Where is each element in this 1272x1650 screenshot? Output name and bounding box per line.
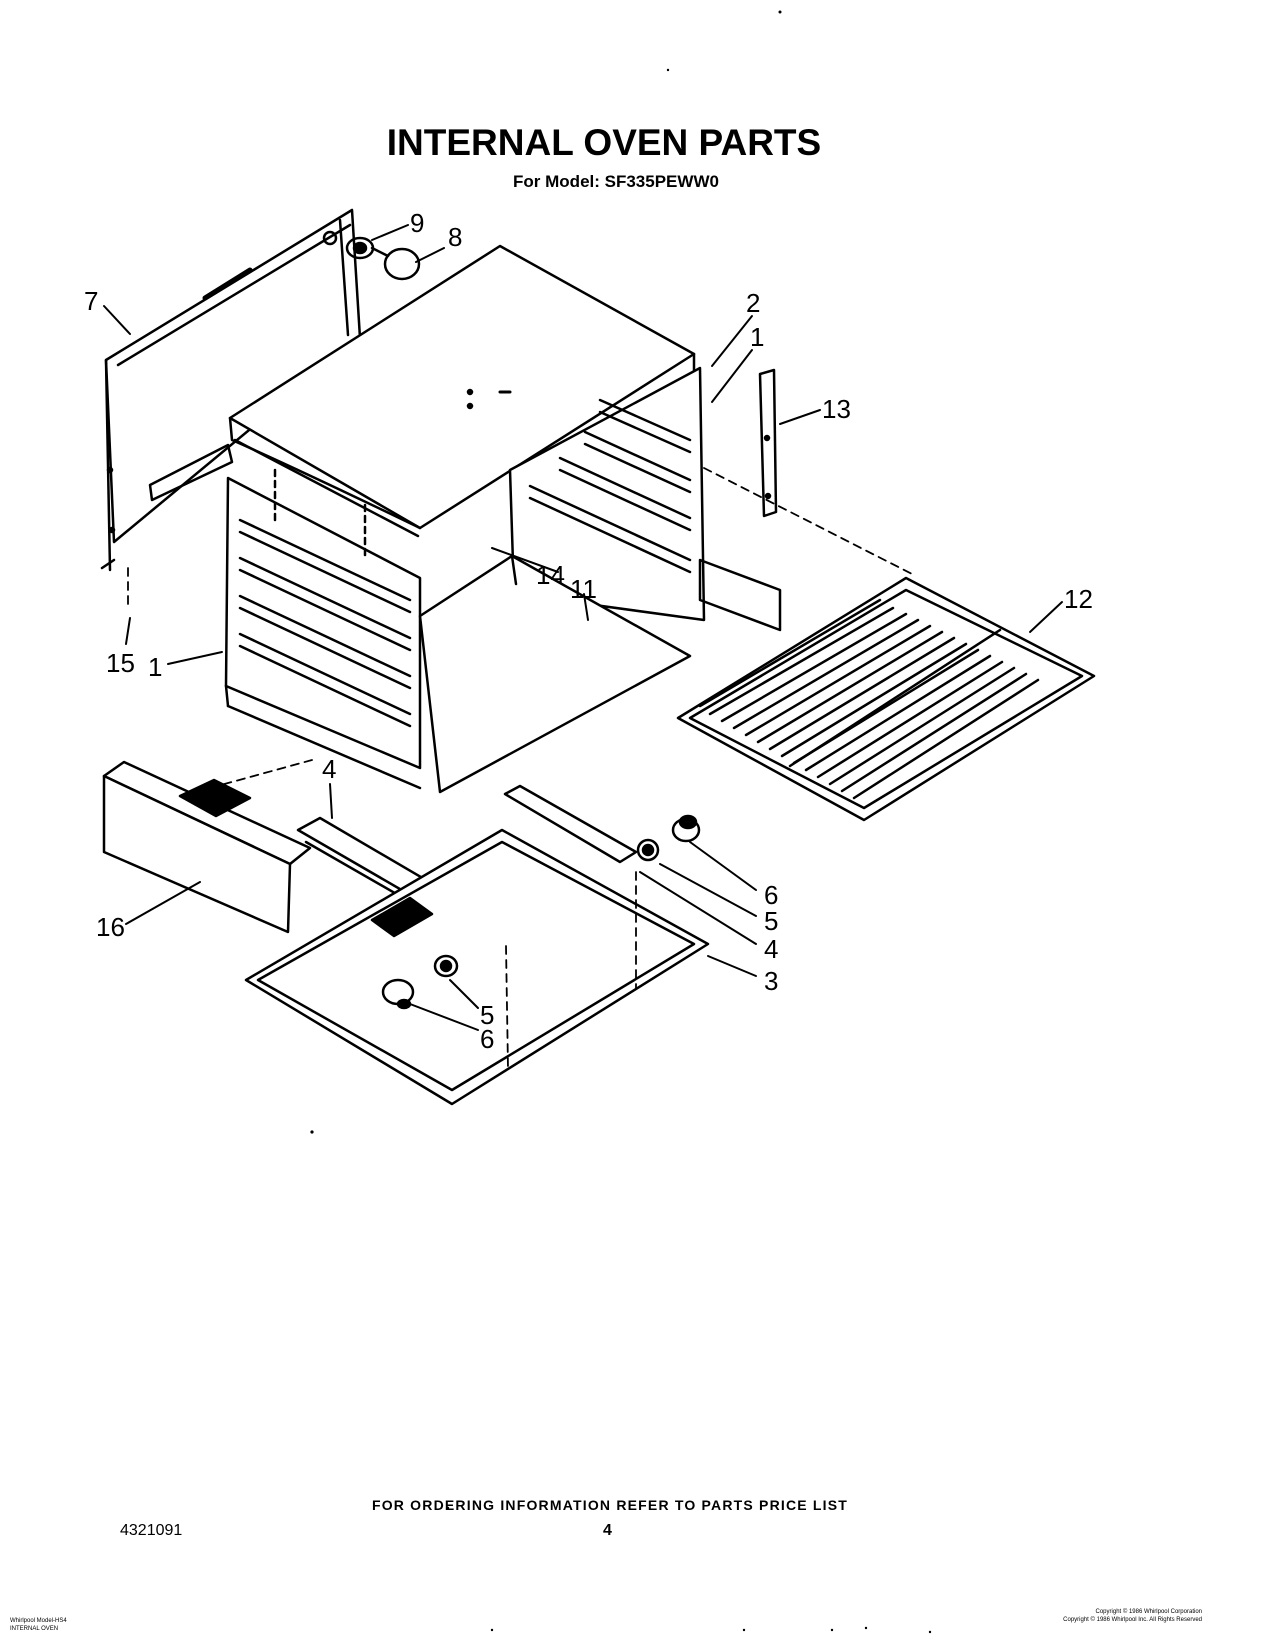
- right-side-panel-part-1: [508, 366, 782, 632]
- callout-1-lower: 1: [148, 652, 162, 682]
- footer-left-line-2: INTERNAL OVEN: [10, 1626, 59, 1632]
- callout-4-lower: 4: [764, 934, 778, 964]
- page-title: INTERNAL OVEN PARTS: [386, 122, 822, 163]
- callout-15: 15: [106, 648, 135, 678]
- footer-copyright: Copyright © 1986 Whirlpool Corporation C…: [1063, 1608, 1202, 1624]
- callout-12: 12: [1064, 584, 1093, 614]
- vent-duct-part-16: [102, 760, 312, 934]
- oven-liner-top-part-11: [228, 244, 696, 538]
- oven-floor: [418, 554, 692, 794]
- model-subtitle: For Model: SF335PEWW0: [513, 172, 719, 191]
- light-bulb-part-8: [370, 246, 421, 281]
- document-number: 4321091: [120, 1522, 183, 1539]
- copyright-line-2: Copyright © 1986 Whirlpool Inc. All Righ…: [1063, 1617, 1202, 1623]
- callout-leaders: [103, 224, 1063, 1031]
- footer-left-notes: Whirlpool Model-HS4 INTERNAL OVEN: [10, 1617, 67, 1633]
- callout-9: 9: [410, 208, 424, 238]
- callout-1-upper: 1: [750, 322, 764, 352]
- callout-6-right: 6: [764, 880, 778, 910]
- callout-16: 16: [96, 912, 125, 942]
- broiler-tray-part-3: [244, 828, 710, 1106]
- callout-13: 13: [822, 394, 851, 424]
- callout-2: 2: [746, 288, 760, 318]
- spacer-part-5-right: [636, 838, 660, 862]
- callout-11: 11: [570, 574, 597, 604]
- page-number: 4: [603, 1522, 612, 1539]
- callout-14: 14: [536, 560, 565, 590]
- assembly-lines: [127, 467, 913, 1069]
- spacer-part-5-left: [433, 954, 459, 978]
- left-side-panel-part-1: [148, 443, 422, 790]
- ordering-info: FOR ORDERING INFORMATION REFER TO PARTS …: [371, 1497, 849, 1513]
- callout-4-upper: 4: [322, 754, 336, 784]
- callout-6-left: 6: [480, 1024, 494, 1054]
- callout-labels: 9 8 7 2 1 13 14 11 12 15 1 4 6 5 4 3 16 …: [84, 208, 1093, 1054]
- oven-rack-part-12: [676, 576, 1096, 822]
- side-strip-part-13: [758, 368, 778, 518]
- copyright-line-1: Copyright © 1986 Whirlpool Corporation: [1095, 1609, 1202, 1615]
- callout-3: 3: [764, 966, 778, 996]
- scan-specks: [310, 10, 932, 1634]
- callout-8: 8: [448, 222, 462, 252]
- callout-5-left: 5: [480, 1000, 494, 1030]
- knob-part-6-right: [671, 814, 701, 843]
- callout-5-right: 5: [764, 906, 778, 936]
- footer-left-line-1: Whirlpool Model-HS4: [10, 1618, 67, 1624]
- callout-7: 7: [84, 286, 98, 316]
